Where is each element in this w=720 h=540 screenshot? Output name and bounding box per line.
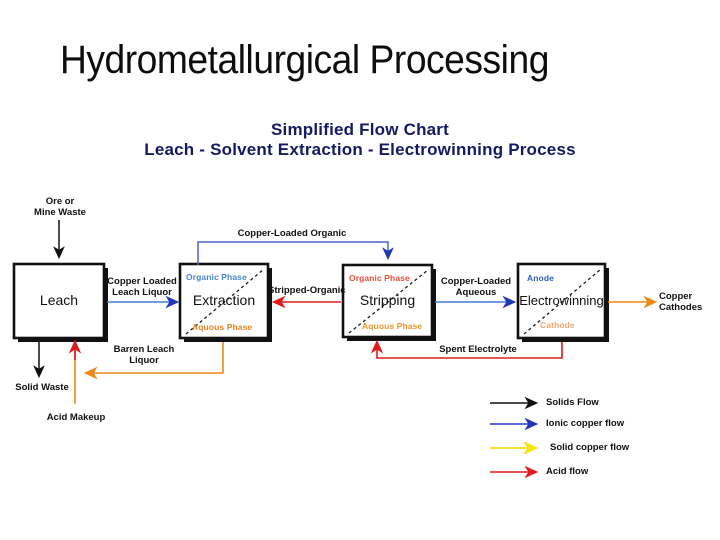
output-label-cathodes-line1: Copper [659,291,693,302]
input-label-ore-line2: Mine Waste [34,207,86,218]
stream-label-barren-leach-liquor: Barren Leach Liquor [96,344,192,366]
stream-barren-line1: Barren Leach [113,344,175,355]
stream-label-copper-loaded-organic: Copper-Loaded Organic [237,228,347,239]
legend-label-solid-copper-flow: Solid copper flow [550,442,630,453]
phase-label-electrowinning-cathode: Cathode [540,320,575,330]
phase-label-electrowinning-anode: Anode [527,273,554,283]
input-label-acid-makeup: Acid Makeup [46,412,106,423]
flow-diagram: Simplified Flow Chart Leach - Solvent Ex… [0,108,720,508]
output-label-copper-cathodes: Copper Cathodes [659,291,719,313]
arrow-barren-leach-liquor [83,342,224,380]
legend-label-acid-flow: Acid flow [546,466,589,477]
phase-label-extraction-organic: Organic Phase [186,272,247,282]
figure-title-line1: Simplified Flow Chart [271,120,449,139]
legend-arrows [490,396,539,479]
box-label-electrowinning: Electrowinning [519,293,604,308]
stream-label-spent-electrolyte: Spent Electrolyte [439,344,517,355]
output-label-cathodes-line2: Cathodes [659,302,703,313]
arrow-copper-loaded-organic [197,241,394,265]
stream-cl-leach-liquor-line1: Copper Loaded [107,276,177,287]
diagram-vectors [12,220,658,479]
phase-label-extraction-aqueous: Aquous Phase [192,322,253,332]
legend-label-solids-flow: Solids Flow [546,397,599,408]
arrow-spent-electrolyte [370,339,563,359]
output-label-solid-waste: Solid Waste [15,382,69,393]
figure-title-line2: Leach - Solvent Extraction - Electrowinn… [144,140,576,159]
page-title: Hydrometallurgical Processing [60,38,549,82]
box-label-stripping: Stripping [359,292,416,308]
legend-label-ionic-copper-flow: Ionic copper flow [546,418,625,429]
stream-cl-aqueous-line2: Aqueous [455,287,497,298]
input-label-ore-mine-waste: Ore or Mine Waste [14,196,106,218]
stream-label-stripped-organic: Stripped-Organic [268,285,346,296]
box-label-leach: Leach [39,292,79,308]
figure-title: Simplified Flow Chart Leach - Solvent Ex… [0,120,720,160]
stream-cl-aqueous-line1: Copper-Loaded [440,276,512,287]
stream-barren-line2: Liquor [129,355,159,366]
phase-label-stripping-organic: Organic Phase [349,273,410,283]
stream-label-copper-loaded-leach-liquor: Copper Loaded Leach Liquor [100,276,184,298]
process-boxes [12,262,607,340]
phase-label-stripping-aqueous: Aquous Phase [362,321,423,331]
stream-label-copper-loaded-aqueous: Copper-Loaded Aqueous [434,276,518,298]
input-label-ore-line1: Ore or [45,196,75,207]
stream-cl-leach-liquor-line2: Leach Liquor [112,287,172,298]
box-label-extraction: Extraction [192,292,256,308]
phase-divider-lines [185,268,602,335]
